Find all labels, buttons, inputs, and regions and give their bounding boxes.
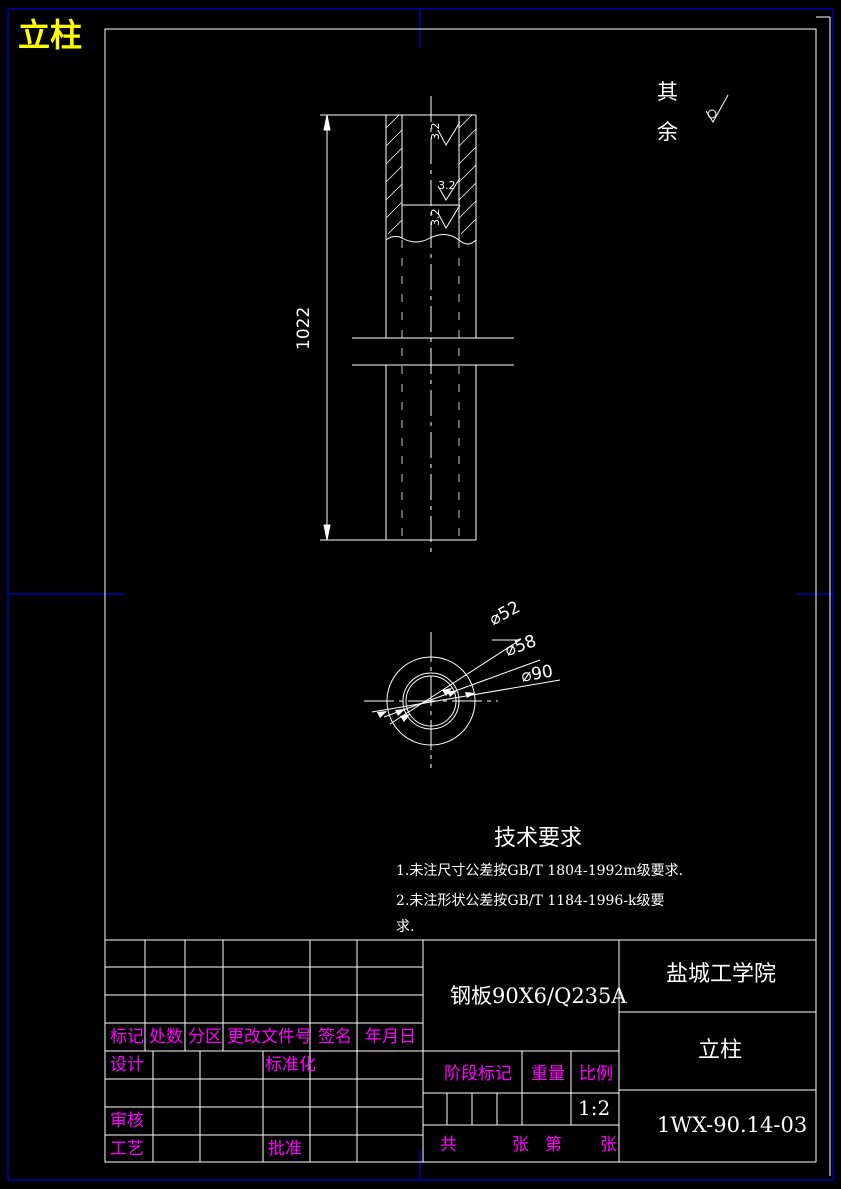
- label-sheet-no: 第: [545, 1135, 562, 1155]
- school-name: 盐城工学院: [666, 962, 777, 987]
- tech-requirement-2-cont: 求.: [396, 919, 415, 935]
- roughness-value-1: 3.2: [429, 122, 442, 141]
- section-hatching: [385, 114, 477, 235]
- label-total: 共: [440, 1135, 457, 1155]
- tech-requirements-heading: 技术要求: [494, 826, 583, 851]
- label-zone: 分区: [188, 1027, 222, 1047]
- front-view: [352, 114, 514, 541]
- label-mark: 标记: [110, 1027, 144, 1047]
- part-name: 立柱: [698, 1038, 743, 1063]
- label-approve: 批准: [268, 1139, 302, 1159]
- sheet-title: 立柱: [18, 16, 83, 54]
- label-change-doc: 更改文件号: [227, 1027, 312, 1047]
- label-stage-mark: 阶段标记: [444, 1064, 512, 1084]
- roughness-value-3: 3.2: [429, 208, 442, 227]
- label-date: 年月日: [365, 1027, 416, 1047]
- length-dimension: [320, 114, 386, 541]
- label-signature: 签名: [318, 1027, 352, 1047]
- label-weight: 重量: [531, 1064, 565, 1084]
- tech-requirement-1: 1.未注尺寸公差按GB/T 1804-1992m级要求.: [396, 863, 684, 879]
- label-scale: 比例: [579, 1064, 613, 1084]
- material-spec: 钢板90X6/Q235A: [450, 984, 627, 1008]
- label-count: 处数: [149, 1027, 183, 1047]
- roughness-value-2: 3.2: [438, 179, 456, 192]
- label-design: 设计: [110, 1055, 144, 1075]
- roughness-note-line1: 其: [657, 80, 678, 104]
- length-dimension-label: 1022: [294, 306, 314, 350]
- section-arrows: [377, 688, 475, 722]
- label-standardize: 标准化: [265, 1055, 316, 1075]
- roughness-note-symbol: [705, 94, 729, 123]
- sheet-border: [7, 8, 834, 1181]
- label-review: 审核: [110, 1111, 144, 1131]
- roughness-symbols: [437, 121, 461, 230]
- label-process: 工艺: [110, 1139, 144, 1159]
- label-sheets: 张: [512, 1135, 529, 1155]
- scale-value: 1:2: [578, 1096, 611, 1120]
- label-sheet-unit: 张: [600, 1135, 617, 1155]
- roughness-note-line2: 余: [657, 120, 678, 144]
- section-view: [364, 632, 561, 768]
- title-block-grid: [104, 939, 817, 1163]
- drawing-number: 1WX-90.14-03: [657, 1113, 808, 1137]
- tech-requirement-2: 2.未注形状公差按GB/T 1184-1996-k级要: [396, 893, 665, 909]
